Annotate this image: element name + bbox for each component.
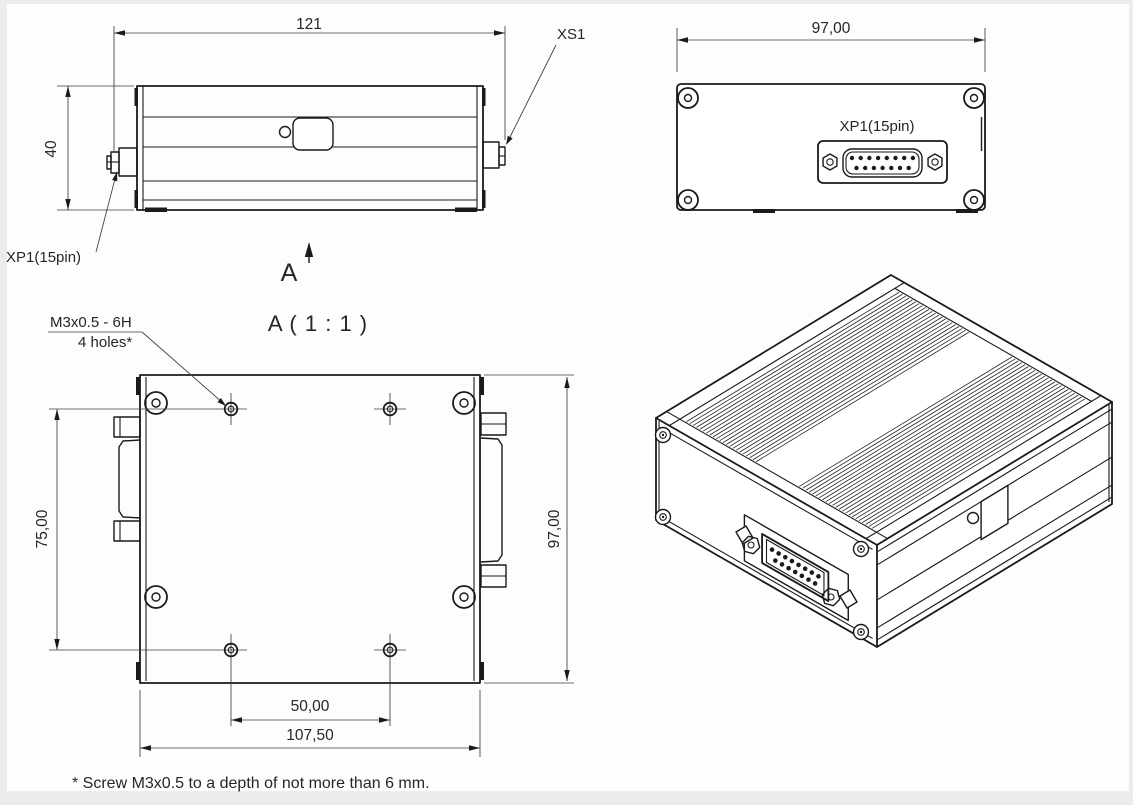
side-view xyxy=(57,26,557,263)
thread-callout-line1: M3x0.5 - 6H xyxy=(50,314,132,331)
page-edge-left xyxy=(0,0,7,805)
dim-height-40: 40 xyxy=(43,140,60,158)
bottom-view xyxy=(48,331,574,757)
thread-callout-line2: 4 holes* xyxy=(78,334,132,351)
dim-97-bottom: 97,00 xyxy=(546,509,563,548)
dim-107-50: 107,50 xyxy=(286,727,334,744)
label-xs1: XS1 xyxy=(557,26,585,43)
dim-length-121: 121 xyxy=(296,16,322,33)
dim-75: 75,00 xyxy=(34,509,51,548)
footnote: * Screw M3x0.5 to a depth of not more th… xyxy=(72,775,430,792)
front-view xyxy=(676,28,986,213)
dim-width-97-front: 97,00 xyxy=(812,20,851,37)
label-xp1-side: XP1(15pin) xyxy=(6,249,81,266)
label-xp1-front: XP1(15pin) xyxy=(839,118,914,135)
view-title-a-1-1: A ( 1 : 1 ) xyxy=(268,311,368,336)
section-marker-a: A xyxy=(281,259,298,287)
page-edge-bottom xyxy=(0,791,1133,805)
isometric-view xyxy=(654,274,1113,648)
dim-50: 50,00 xyxy=(291,698,330,715)
page-edge-top xyxy=(0,0,1133,4)
page-edge-right xyxy=(1129,0,1133,805)
